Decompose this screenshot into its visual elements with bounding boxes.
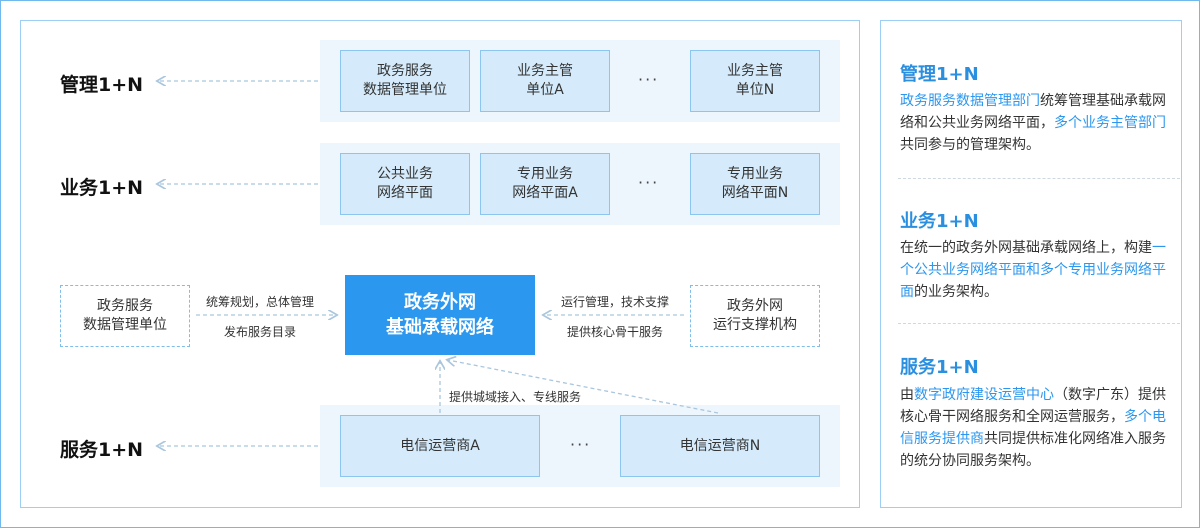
publish-catalog-label: 发布服务目录 <box>224 325 297 339</box>
desc-mgmt-text-2: 共同参与的管理架构。 <box>900 137 1040 153</box>
desc-service-text: 由数字政府建设运营中心（数字广东）提供核心骨干网络服务和全网运营服务，多个电信服… <box>900 384 1170 472</box>
desc-service-title: 服务1+N <box>900 357 979 378</box>
core-network-box: 政务外网 基础承载网络 <box>345 275 535 355</box>
biz-ellipsis: ··· <box>638 173 660 192</box>
desc-svc-text-2: （数字广东）提供核心骨干网络服务和全网运营服务， <box>900 387 1166 425</box>
plan-manage-label: 统筹规划，总体管理 <box>206 295 315 309</box>
ops-org-dashed-box: 政务外网 运行支撑机构 <box>690 285 820 347</box>
desc-business-title: 业务1+N <box>900 211 979 232</box>
mgmt-box-data-admin: 政务服务 数据管理单位 <box>340 50 470 112</box>
biz-box-public-plane: 公共业务 网络平面 <box>340 153 470 215</box>
metro-access-label: 提供城域接入、专线服务 <box>449 390 582 404</box>
desc-mgmt-text-1: 统筹管理基础承载网络和公共业务网络平面， <box>900 93 1166 131</box>
desc-svc-text-1: 由 <box>900 387 914 403</box>
telecom-n-up-arrow <box>448 360 719 414</box>
mgmt-box-dept-a: 业务主管 单位A <box>480 50 610 112</box>
service-level-label: 服务1+N <box>60 439 144 461</box>
desc-svc-highlight-1: 数字政府建设运营中心 <box>914 387 1054 403</box>
telecom-a-box: 电信运营商A <box>340 415 540 477</box>
ops-support-label: 运行管理，技术支撑 <box>561 295 670 309</box>
desc-mgmt-highlight-2: 多个业务主管部门 <box>1054 115 1166 131</box>
management-level-label: 管理1+N <box>60 74 144 96</box>
mgmt-box-dept-n: 业务主管 单位N <box>690 50 820 112</box>
desc-separator-2 <box>898 323 1180 324</box>
desc-management-title: 管理1+N <box>900 64 979 85</box>
service-ellipsis: ··· <box>570 435 592 454</box>
desc-management-text: 政务服务数据管理部门统筹管理基础承载网络和公共业务网络平面，多个业务主管部门共同… <box>900 90 1170 156</box>
telecom-n-box: 电信运营商N <box>620 415 820 477</box>
backbone-service-label: 提供核心骨干服务 <box>567 325 664 339</box>
mgmt-ellipsis: ··· <box>638 70 660 89</box>
biz-box-private-plane-a: 专用业务 网络平面A <box>480 153 610 215</box>
desc-separator-1 <box>898 178 1180 179</box>
desc-biz-text-1: 在统一的政务外网基础承载网络上，构建 <box>900 240 1152 256</box>
desc-mgmt-highlight-1: 政务服务数据管理部门 <box>900 93 1040 109</box>
desc-biz-text-2: 的业务架构。 <box>914 284 998 300</box>
data-admin-dashed-box: 政务服务 数据管理单位 <box>60 285 190 347</box>
description-panel <box>880 20 1182 508</box>
desc-svc-text-3: 共同提供标准化网络准入服务的统分协同服务架构。 <box>900 431 1166 469</box>
desc-biz-highlight: 一个公共业务网络平面和多个专用业务网络平面 <box>900 240 1166 300</box>
desc-svc-highlight-2: 多个电信服务提供商 <box>900 409 1166 447</box>
biz-box-private-plane-n: 专用业务 网络平面N <box>690 153 820 215</box>
desc-business-text: 在统一的政务外网基础承载网络上，构建一个公共业务网络平面和多个专用业务网络平面的… <box>900 237 1170 303</box>
business-level-label: 业务1+N <box>60 177 144 199</box>
